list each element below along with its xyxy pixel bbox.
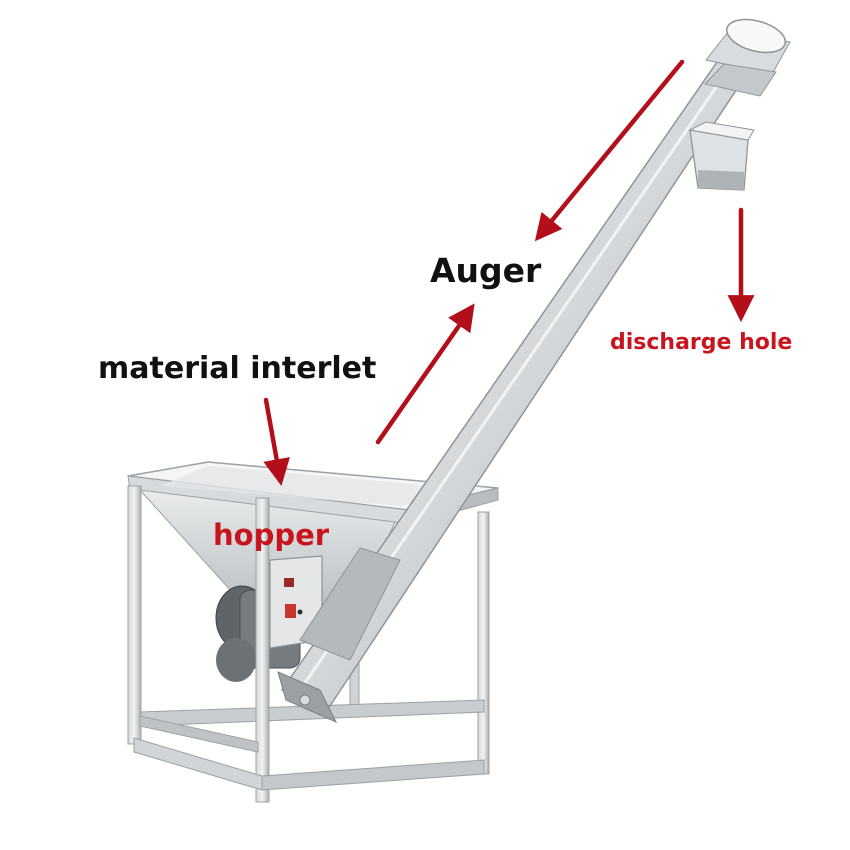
arrow-to-auger-top (534, 59, 685, 242)
arrow-up-auger (375, 303, 475, 445)
label-hopper: hopper (213, 518, 330, 552)
arrow-to-hopper (263, 397, 290, 486)
frame-front (127, 485, 485, 803)
label-material-inlet: material interlet (98, 351, 377, 386)
label-auger: Auger (430, 251, 542, 290)
annotation-arrows (263, 59, 755, 486)
auger-tube (277, 51, 754, 724)
label-discharge-hole: discharge hole (610, 330, 793, 355)
auger-top-cap (704, 18, 791, 97)
discharge-spout (688, 121, 755, 191)
